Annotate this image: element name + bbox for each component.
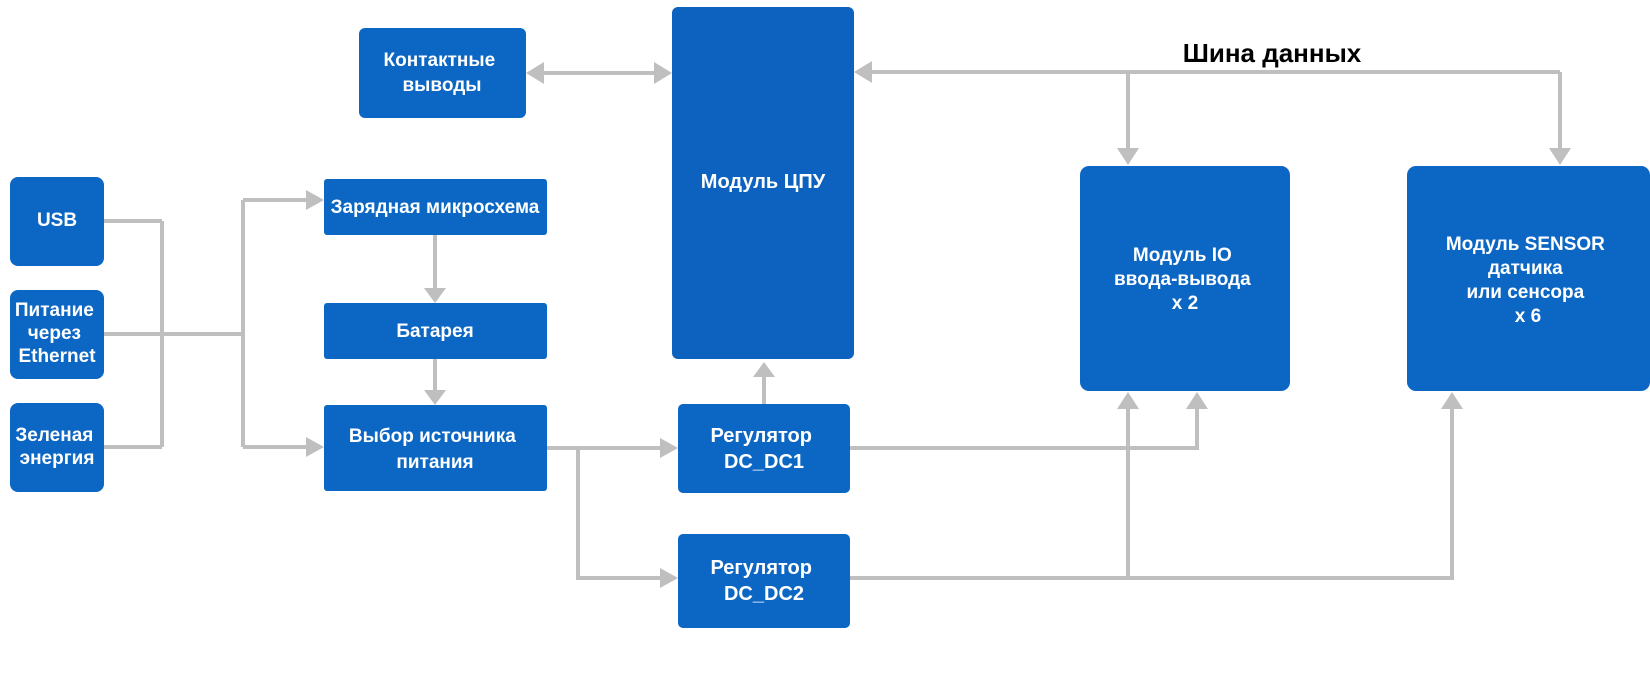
node-charging-chip[interactable]: Зарядная микросхема [324,179,547,235]
connector-layer [104,61,1571,588]
node-battery-rect[interactable] [324,303,547,359]
node-battery[interactable]: Батарея [324,303,547,359]
arrowhead-dcdc2-to-sensor [1441,392,1463,409]
arrowhead-source-select-to-dcdc2 [660,568,678,588]
node-contact-terminals[interactable]: Контактные выводы [359,28,526,118]
node-power-source-select-rect[interactable] [324,405,547,491]
node-power-source-select[interactable]: Выбор источника питания [324,405,547,491]
arrowhead-data-bus-to-io [1117,148,1139,165]
node-regulator-dcdc1-rect[interactable] [678,404,850,493]
node-power-over-ethernet[interactable]: Питание через Ethernet [10,290,104,379]
connector-dcdc1-to-io [850,409,1199,450]
node-regulator-dcdc2-rect[interactable] [678,534,850,628]
node-green-energy[interactable]: Зеленая энергия [10,403,104,492]
arrowhead-dcdc2-to-io [1117,392,1139,409]
node-io-module[interactable]: Модуль IO ввода-вывода x 2 [1080,166,1290,391]
node-cpu-module[interactable]: Модуль ЦПУ [672,7,854,359]
arrowhead-battery-to-source-select [424,390,446,405]
arrowhead-data-bus-to-cpu [854,61,872,83]
arrowhead-dcdc1-to-io [1186,392,1208,409]
node-power-over-ethernet-rect[interactable] [10,290,104,379]
node-green-energy-rect[interactable] [10,403,104,492]
arrowhead-dcdc1-to-cpu [753,362,775,377]
arrowhead-contacts-left [526,62,544,84]
connector-source-select-to-dcdc2 [576,448,660,580]
arrowhead-rail-to-source-select [306,437,324,457]
arrowhead-data-bus-to-sensor [1549,148,1571,165]
node-regulator-dcdc2[interactable]: Регулятор DC_DC2 [678,534,850,628]
node-sensor-module-rect[interactable] [1407,166,1650,391]
node-usb-rect[interactable] [10,177,104,266]
node-cpu-module-rect[interactable] [672,7,854,359]
arrowhead-source-select-to-dcdc1 [660,438,678,458]
node-contact-terminals-rect[interactable] [359,28,526,118]
node-charging-chip-rect[interactable] [324,179,547,235]
node-regulator-dcdc1[interactable]: Регулятор DC_DC1 [678,404,850,493]
node-io-module-rect[interactable] [1080,166,1290,391]
data-bus-label: Шина данных [1183,38,1362,68]
node-sensor-module[interactable]: Модуль SENSOR датчика или сенсора x 6 [1407,166,1650,391]
node-layer: USB Питание через Ethernet Зеленая энерг… [10,7,1650,628]
arrowhead-charger-to-battery [424,288,446,303]
arrowhead-rail-to-charger [306,190,324,210]
connector-dcdc2-to-sensor [1128,409,1454,580]
node-usb[interactable]: USB [10,177,104,266]
arrowhead-cpu-right [654,62,672,84]
connector-dcdc2-to-io [850,409,1130,580]
